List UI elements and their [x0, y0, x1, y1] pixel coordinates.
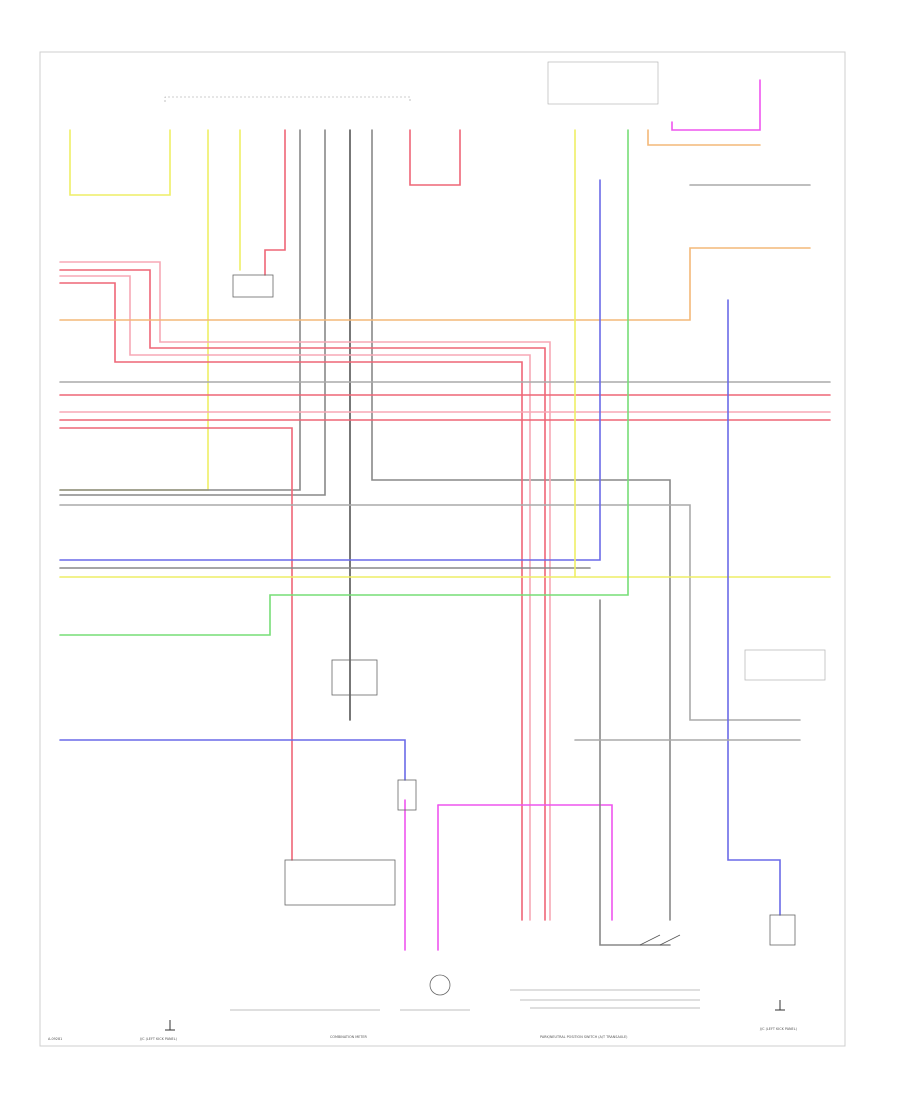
wire-gray [59, 129, 326, 496]
module-block [284, 859, 396, 906]
transaxle-label: PARK/NEUTRAL POSITION SWITCH (A/T TRANSA… [540, 1035, 628, 1039]
meter-block [744, 649, 826, 681]
switch-block [331, 659, 378, 696]
ground-right-label: J/C (LEFT KICK PANEL) [759, 1027, 798, 1031]
wire-blue [59, 739, 406, 781]
component-blocks [232, 274, 826, 996]
wire-gray [59, 129, 301, 491]
relay-block [232, 274, 274, 298]
wire-gray [59, 504, 801, 721]
switch-icon [639, 934, 681, 946]
ground-symbols [165, 1000, 785, 1031]
wire-violet [437, 804, 613, 921]
wire-red [409, 129, 461, 186]
wire-violet [671, 79, 761, 131]
combination-meter-label: COMBINATION METER [330, 1035, 368, 1039]
wire-harness [59, 79, 831, 951]
ecm-connector [164, 61, 659, 105]
ground-left-label: J/C (LEFT KICK PANEL) [139, 1037, 178, 1041]
wire-green [59, 129, 629, 636]
wire-blue [727, 299, 781, 916]
sheet-code: A-09281 [48, 1037, 62, 1041]
wire-pink [59, 261, 551, 921]
wire-pink [59, 427, 293, 861]
relay-right [769, 914, 796, 946]
lamp-icon [429, 974, 451, 996]
bottom-buses [230, 989, 700, 1011]
wire-pink [59, 275, 531, 921]
wire-orange [647, 129, 761, 146]
wire-blue [59, 179, 601, 561]
wire-gray [371, 129, 671, 921]
diagram-frame [39, 51, 846, 1047]
wire-red [59, 269, 546, 921]
wire-red [59, 282, 523, 921]
wire-yellow [59, 129, 209, 491]
wire-yellow [69, 129, 171, 196]
wire-gray [599, 599, 671, 946]
wire-orange [59, 247, 811, 321]
wire-red [264, 129, 286, 276]
sensor-block [397, 779, 417, 811]
